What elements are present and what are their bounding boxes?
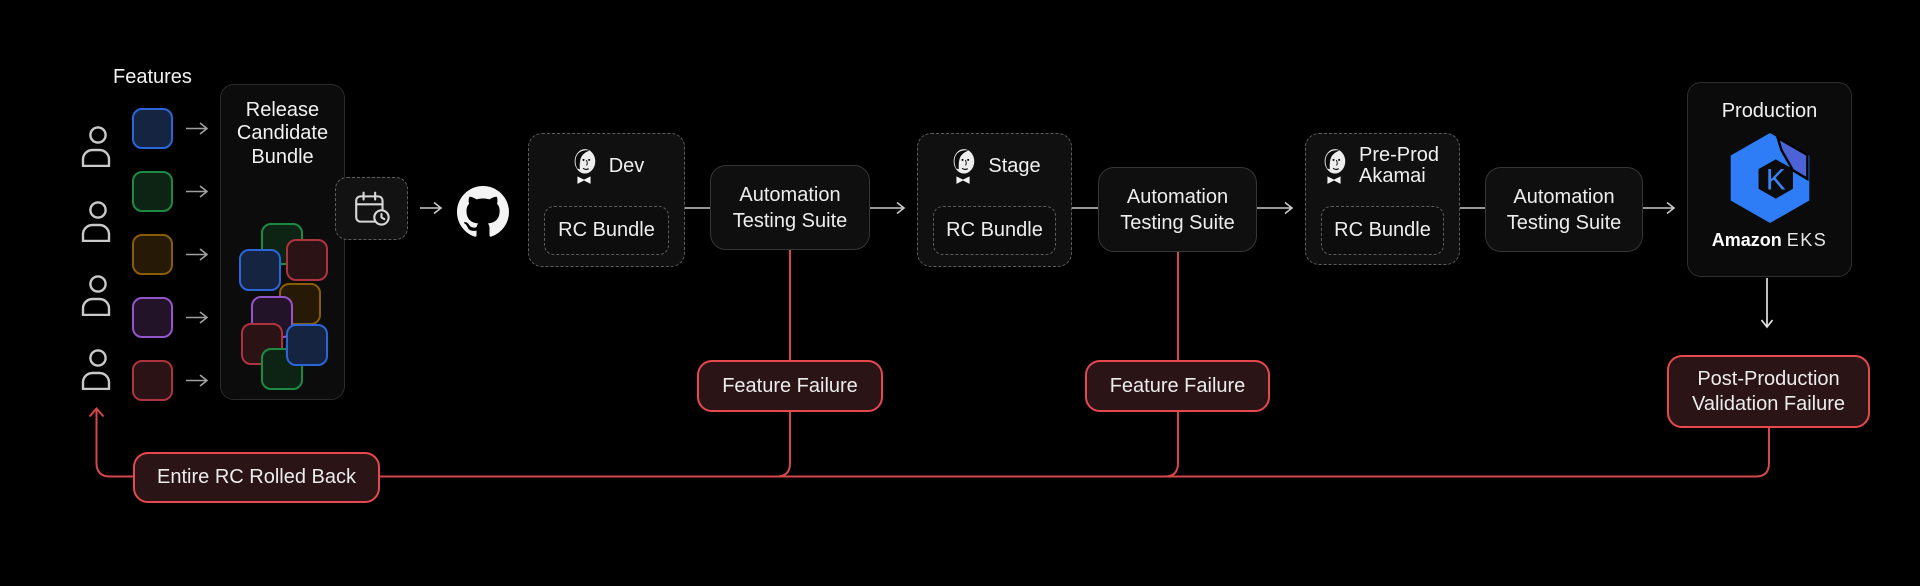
env-box-stage: Stage RC Bundle	[917, 133, 1072, 267]
release-candidate-bundle-title: Release Candidate Bundle	[236, 99, 329, 168]
rc-bundle-chip: RC Bundle	[1321, 206, 1444, 255]
feature-arrows	[186, 122, 209, 387]
brand-eks: EKS	[1786, 230, 1828, 250]
post-production-validation-failure-box: Post-Production Validation Failure	[1667, 355, 1870, 428]
person-icon	[79, 348, 113, 395]
person-icon	[79, 125, 113, 172]
env-box-dev: Dev RC Bundle	[528, 133, 685, 267]
jenkins-icon	[1324, 149, 1346, 184]
feature-square	[132, 171, 173, 212]
feature-failure-box-stage: Feature Failure	[1085, 360, 1270, 412]
env-box-preprod: Pre-Prod Akamai RC Bundle	[1305, 133, 1460, 265]
calendar-clock-icon	[354, 191, 390, 226]
person-icon	[79, 200, 113, 247]
feature-square	[132, 234, 173, 275]
bundle-square	[239, 249, 281, 291]
github-icon	[457, 186, 509, 238]
eks-k-letter: K	[1766, 164, 1786, 197]
feature-failure-box-dev: Feature Failure	[697, 360, 883, 412]
feature-square	[132, 360, 173, 401]
schedule-box	[335, 177, 408, 240]
automation-testing-suite-3: Automation Testing Suite	[1485, 167, 1643, 252]
eks-hexagon-icon: K	[1727, 132, 1813, 229]
features-label: Features	[113, 66, 192, 88]
jenkins-icon	[953, 149, 975, 184]
env-name: Dev	[608, 154, 645, 177]
feature-square	[132, 108, 173, 149]
bundle-square	[286, 324, 328, 366]
env-name: Pre-Prod Akamai	[1359, 144, 1440, 187]
jenkins-icon	[574, 149, 595, 184]
entire-rc-rolled-back-box: Entire RC Rolled Back	[133, 452, 380, 503]
feature-square	[132, 297, 173, 338]
release-candidate-bundle-panel: Release Candidate Bundle	[220, 84, 345, 400]
production-title: Production	[1721, 100, 1818, 122]
rc-bundle-chip: RC Bundle	[544, 206, 669, 255]
person-icon	[79, 274, 113, 321]
rc-bundle-chip: RC Bundle	[933, 206, 1056, 255]
bundle-square	[286, 239, 328, 281]
flow-arrows	[420, 201, 1676, 215]
env-name: Stage	[988, 154, 1041, 177]
automation-testing-suite-1: Automation Testing Suite	[710, 165, 870, 250]
automation-testing-suite-2: Automation Testing Suite	[1098, 167, 1257, 252]
brand-amazon: Amazon	[1711, 230, 1782, 250]
failure-rollback-lines	[88, 250, 1770, 478]
production-drop-arrow	[1760, 278, 1774, 329]
